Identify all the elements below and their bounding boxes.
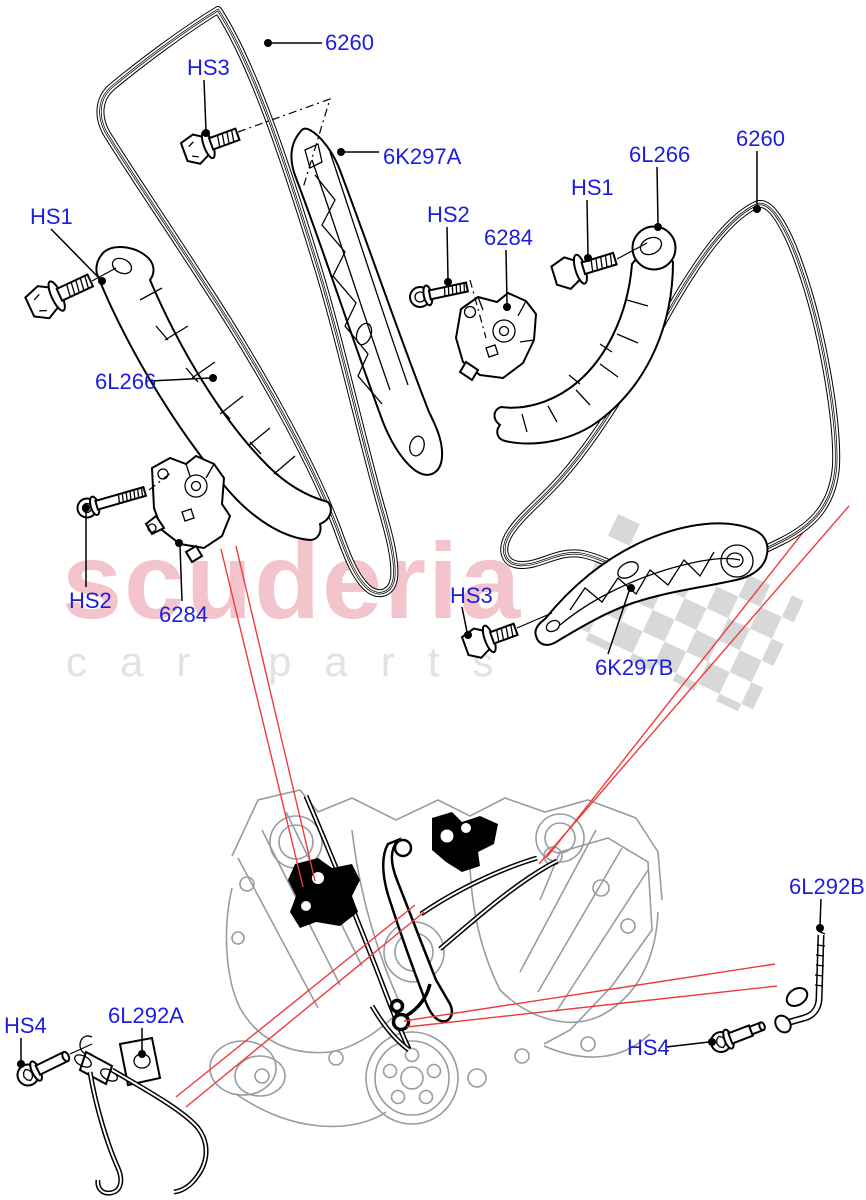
bolt-hs3-lower xyxy=(460,622,519,659)
chain-tensioner-6284-center xyxy=(454,291,538,382)
bolt-hs4-right xyxy=(710,1021,766,1053)
callout-labels: 6260 HS3 6K297A HS1 6L266 HS2 6284 HS2 6… xyxy=(4,30,865,1060)
chain-guide-6k297b xyxy=(534,522,769,646)
bolt-hs2-center xyxy=(409,281,470,308)
callout-hs4-right: HS4 xyxy=(627,1035,670,1060)
assembly-axis-lines xyxy=(69,98,648,1055)
bolt-hs1-left xyxy=(24,273,95,320)
callout-6260-right: 6260 xyxy=(736,126,785,151)
location-reference-lines xyxy=(175,505,850,1108)
chain-guide-6l266-left xyxy=(95,246,332,542)
callout-hs1-left: HS1 xyxy=(30,204,73,229)
callout-hs3-lower: HS3 xyxy=(450,583,493,608)
callout-hs1-right: HS1 xyxy=(571,175,614,200)
chain-tensioner-6284-left xyxy=(144,454,232,564)
chain-guide-6k297a xyxy=(290,127,444,476)
callout-hs2-left: HS2 xyxy=(69,588,112,613)
callout-hs3-upper: HS3 xyxy=(187,55,230,80)
callout-6l292b: 6L292B xyxy=(789,874,865,899)
callout-hs2-center: HS2 xyxy=(427,202,470,227)
bolt-hs4-left xyxy=(16,1050,71,1087)
engine-bracket-silhouette xyxy=(432,812,498,872)
callout-6l266-right: 6L266 xyxy=(629,142,690,167)
bolt-hs1-right xyxy=(550,251,618,291)
callout-6284-center: 6284 xyxy=(484,225,533,250)
callout-6l292a: 6L292A xyxy=(108,1003,184,1028)
callout-6k297a: 6K297A xyxy=(383,144,462,169)
callout-hs4-left: HS4 xyxy=(4,1013,47,1038)
callout-6260-top: 6260 xyxy=(325,30,374,55)
bolt-hs3-upper xyxy=(179,127,241,165)
watermark-text-1: scuderia xyxy=(62,520,522,641)
callout-6l266-left: 6L266 xyxy=(95,369,156,394)
oil-jet-6l292a xyxy=(74,1035,209,1196)
watermark-text-2: car parts xyxy=(66,638,526,685)
callout-6k297b: 6K297B xyxy=(595,655,673,680)
chain-guide-6l266-right xyxy=(493,225,677,445)
engine-chain-overlay xyxy=(288,795,559,1053)
callout-leaders xyxy=(17,39,824,1068)
oil-jet-6l292b xyxy=(774,930,826,1034)
engine-oil-jet-location xyxy=(389,998,405,1014)
callout-6284-left: 6284 xyxy=(159,602,208,627)
